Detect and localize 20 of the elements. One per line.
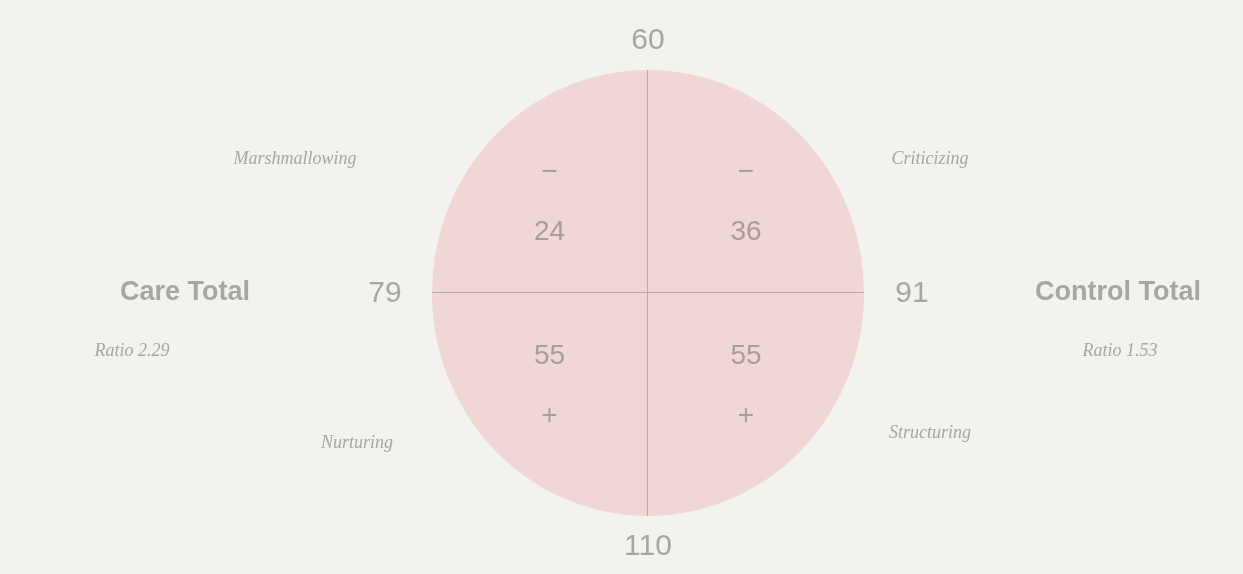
axis-total: 79: [368, 275, 402, 309]
axis-total: 110: [624, 528, 672, 562]
ratio-text: Ratio 1.53: [1082, 340, 1158, 361]
total-heading: Care Total: [120, 276, 250, 307]
quadrant-text: 24: [533, 215, 566, 247]
quadrant-text: 55: [533, 338, 566, 371]
ratio-text: Ratio 2.29: [94, 340, 170, 361]
quadrant-name: Nurturing: [321, 432, 393, 453]
quadrant-text: 36: [730, 215, 762, 247]
total-heading: Control Total: [1035, 276, 1201, 307]
quadrant-name: Structuring: [889, 422, 971, 443]
quadrant-text: −: [541, 155, 558, 187]
quadrant-text: −: [737, 155, 755, 187]
axis-total: 60: [631, 22, 665, 56]
quadrant-text: 55: [730, 338, 762, 371]
quadrant-text: +: [541, 398, 558, 431]
quadrant-text: +: [737, 398, 755, 431]
quadrant-name: Marshmallowing: [233, 148, 357, 169]
quadrant-name: Criticizing: [891, 148, 969, 169]
axis-total: 91: [895, 275, 929, 309]
